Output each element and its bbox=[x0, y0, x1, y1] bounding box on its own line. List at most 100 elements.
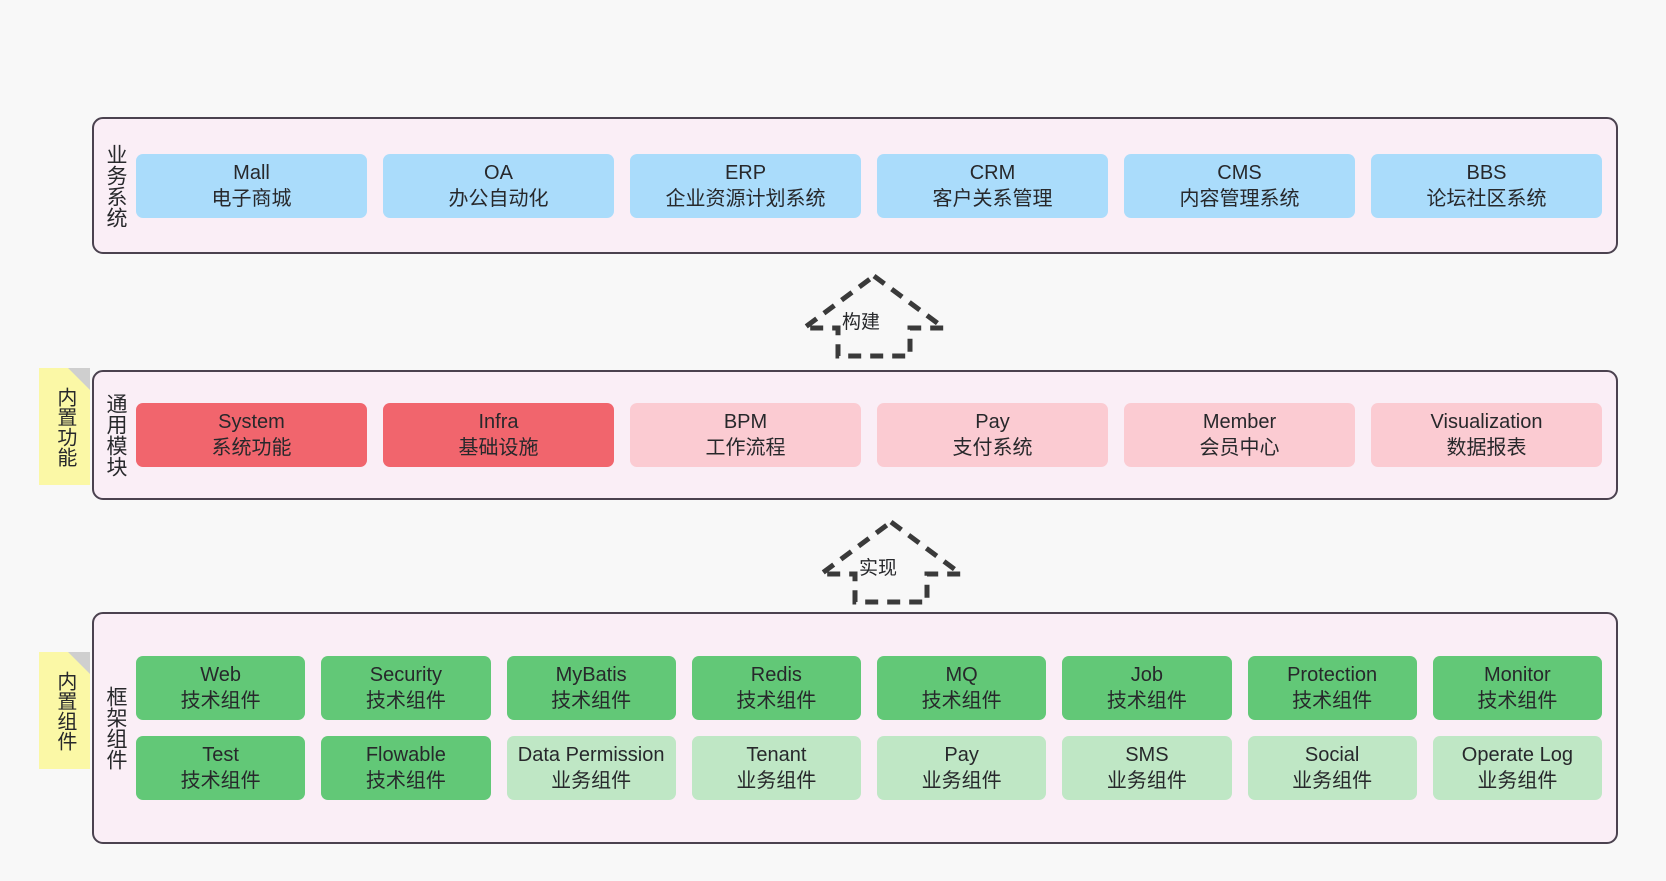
layer-business-system: 业务系统 Mall 电子商城 OA 办公自动化 ERP 企业资源计划系统 CRM… bbox=[92, 117, 1618, 254]
card-title-en: Member bbox=[1202, 411, 1277, 433]
card-title-cn: 技术组件 bbox=[365, 690, 446, 712]
card-mq[interactable]: MQ 技术组件 bbox=[877, 656, 1047, 720]
card-infra[interactable]: Infra 基础设施 bbox=[383, 403, 614, 467]
arrow-build-label: 构建 bbox=[842, 312, 881, 333]
card-title-cn: 办公自动化 bbox=[448, 187, 549, 210]
card-title-cn: 技术组件 bbox=[180, 690, 261, 712]
card-row: System 系统功能 Infra 基础设施 BPM 工作流程 Pay 支付系统… bbox=[136, 403, 1602, 467]
sticky-note-builtin-component: 内置组件 bbox=[39, 652, 90, 769]
card-title-en: BBS bbox=[1466, 161, 1507, 184]
card-pay-business[interactable]: Pay 业务组件 bbox=[877, 736, 1047, 800]
card-tenant[interactable]: Tenant 业务组件 bbox=[691, 736, 861, 800]
sticky-note-builtin-feature: 内置功能 bbox=[39, 368, 90, 485]
card-title-en: Security bbox=[369, 664, 442, 686]
layer-title-business: 业务系统 bbox=[103, 143, 127, 228]
layer-body-framework: Web 技术组件 Security 技术组件 MyBatis 技术组件 Redi… bbox=[136, 614, 1616, 842]
card-title-en: Social bbox=[1304, 744, 1360, 766]
card-title-en: Flowable bbox=[365, 744, 446, 766]
card-title-en: Redis bbox=[750, 664, 802, 686]
card-operate-log[interactable]: Operate Log 业务组件 bbox=[1432, 736, 1602, 800]
card-title-en: Operate Log bbox=[1461, 744, 1573, 766]
card-title-en: Mall bbox=[233, 161, 270, 184]
card-crm[interactable]: CRM 客户关系管理 bbox=[877, 153, 1108, 218]
card-erp[interactable]: ERP 企业资源计划系统 bbox=[630, 153, 861, 218]
card-title-en: Tenant bbox=[746, 744, 807, 766]
card-mall[interactable]: Mall 电子商城 bbox=[136, 153, 367, 218]
card-oa[interactable]: OA 办公自动化 bbox=[383, 153, 614, 218]
card-row: Web 技术组件 Security 技术组件 MyBatis 技术组件 Redi… bbox=[136, 656, 1602, 720]
card-title-en: Pay bbox=[944, 744, 979, 766]
card-title-en: System bbox=[218, 411, 285, 433]
layer-common-module: 通用模块 System 系统功能 Infra 基础设施 BPM 工作流程 Pay… bbox=[92, 370, 1618, 500]
card-protection[interactable]: Protection 技术组件 bbox=[1247, 656, 1417, 720]
layer-body-common: System 系统功能 Infra 基础设施 BPM 工作流程 Pay 支付系统… bbox=[136, 372, 1616, 498]
card-member[interactable]: Member 会员中心 bbox=[1124, 403, 1355, 467]
card-data-permission[interactable]: Data Permission 业务组件 bbox=[506, 736, 676, 800]
card-title-cn: 技术组件 bbox=[180, 770, 261, 792]
card-title-en: Visualization bbox=[1430, 411, 1543, 433]
card-title-cn: 业务组件 bbox=[1106, 770, 1187, 792]
card-title-en: Monitor bbox=[1484, 664, 1551, 686]
card-title-en: Test bbox=[202, 744, 239, 766]
card-security[interactable]: Security 技术组件 bbox=[321, 656, 491, 720]
card-pay[interactable]: Pay 支付系统 bbox=[877, 403, 1108, 467]
arrow-implement-icon bbox=[813, 518, 969, 605]
card-title-cn: 技术组件 bbox=[1477, 690, 1558, 712]
card-title-cn: 内容管理系统 bbox=[1179, 187, 1300, 210]
arrow-build-icon bbox=[796, 272, 952, 359]
card-redis[interactable]: Redis 技术组件 bbox=[691, 656, 861, 720]
card-title-en: MQ bbox=[945, 664, 978, 686]
arrow-implement: 实现 bbox=[813, 518, 969, 606]
card-web[interactable]: Web 技术组件 bbox=[136, 656, 306, 720]
note-fold-corner-icon bbox=[68, 652, 90, 674]
card-title-cn: 技术组件 bbox=[551, 690, 632, 712]
card-title-cn: 支付系统 bbox=[952, 437, 1033, 459]
card-title-en: Web bbox=[200, 664, 241, 686]
card-title-en: Data Permission bbox=[517, 744, 665, 766]
arrow-build: 构建 bbox=[796, 272, 952, 360]
layer-body-business: Mall 电子商城 OA 办公自动化 ERP 企业资源计划系统 CRM 客户关系… bbox=[136, 119, 1616, 252]
card-title-cn: 业务组件 bbox=[736, 770, 817, 792]
card-system[interactable]: System 系统功能 bbox=[136, 403, 367, 467]
card-monitor[interactable]: Monitor 技术组件 bbox=[1432, 656, 1602, 720]
layer-title-common: 通用模块 bbox=[103, 393, 127, 477]
card-title-cn: 技术组件 bbox=[921, 690, 1002, 712]
card-job[interactable]: Job 技术组件 bbox=[1062, 656, 1232, 720]
card-row: Mall 电子商城 OA 办公自动化 ERP 企业资源计划系统 CRM 客户关系… bbox=[136, 153, 1602, 218]
card-mybatis[interactable]: MyBatis 技术组件 bbox=[506, 656, 676, 720]
card-title-en: Job bbox=[1130, 664, 1163, 686]
card-title-cn: 技术组件 bbox=[1292, 690, 1373, 712]
sticky-note-label: 内置功能 bbox=[53, 386, 76, 467]
card-title-en: Pay bbox=[975, 411, 1010, 433]
card-title-en: Protection bbox=[1287, 664, 1378, 686]
card-cms[interactable]: CMS 内容管理系统 bbox=[1124, 153, 1355, 218]
card-title-cn: 业务组件 bbox=[1477, 770, 1558, 792]
card-title-cn: 系统功能 bbox=[211, 437, 292, 459]
card-title-cn: 技术组件 bbox=[1106, 690, 1187, 712]
card-test[interactable]: Test 技术组件 bbox=[136, 736, 306, 800]
arrow-implement-label: 实现 bbox=[859, 558, 898, 579]
card-bpm[interactable]: BPM 工作流程 bbox=[630, 403, 861, 467]
card-visualization[interactable]: Visualization 数据报表 bbox=[1371, 403, 1602, 467]
card-row: Test 技术组件 Flowable 技术组件 Data Permission … bbox=[136, 736, 1602, 800]
card-title-cn: 电子商城 bbox=[211, 187, 292, 210]
card-bbs[interactable]: BBS 论坛社区系统 bbox=[1371, 153, 1602, 218]
card-flowable[interactable]: Flowable 技术组件 bbox=[321, 736, 491, 800]
card-title-en: MyBatis bbox=[555, 664, 627, 686]
card-social[interactable]: Social 业务组件 bbox=[1247, 736, 1417, 800]
card-title-cn: 论坛社区系统 bbox=[1426, 187, 1547, 210]
card-title-cn: 业务组件 bbox=[921, 770, 1002, 792]
card-title-cn: 技术组件 bbox=[365, 770, 446, 792]
layer-title-framework: 框架组件 bbox=[103, 686, 127, 770]
card-title-cn: 基础设施 bbox=[458, 437, 539, 459]
card-title-en: SMS bbox=[1125, 744, 1169, 766]
card-title-cn: 会员中心 bbox=[1199, 437, 1280, 459]
card-sms[interactable]: SMS 业务组件 bbox=[1062, 736, 1232, 800]
card-title-cn: 数据报表 bbox=[1446, 437, 1527, 459]
card-title-en: OA bbox=[484, 161, 513, 184]
card-title-en: ERP bbox=[724, 161, 767, 184]
card-title-en: BPM bbox=[723, 411, 768, 433]
sticky-note-label: 内置组件 bbox=[53, 670, 76, 751]
card-title-cn: 业务组件 bbox=[1292, 770, 1373, 792]
card-title-cn: 客户关系管理 bbox=[932, 187, 1053, 210]
